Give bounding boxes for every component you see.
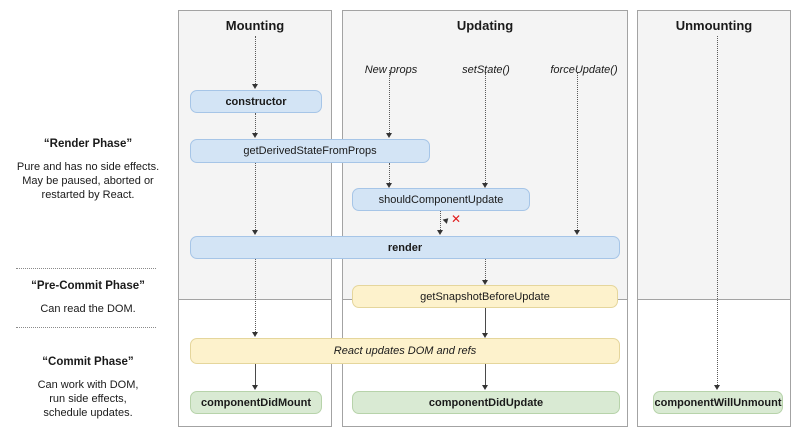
arrow-force-update-to-render xyxy=(574,73,580,235)
pre-commit-phase-title: “Pre-Commit Phase” xyxy=(31,280,145,292)
pre-commit-phase-description: Can read the DOM. xyxy=(40,303,136,315)
commit-phase-title: “Commit Phase” xyxy=(42,356,134,368)
render-phase-section: “Render Phase” Pure and has no side effe… xyxy=(0,138,176,202)
arrow-scu-to-render xyxy=(437,211,443,235)
column-title-updating: Updating xyxy=(456,18,514,33)
box-react-updates-dom: React updates DOM and refs xyxy=(190,338,620,364)
divider xyxy=(16,268,156,269)
arrow-gdsfp-to-scu xyxy=(386,163,392,188)
arrow-set-state-to-scu xyxy=(482,73,488,188)
arrow-unmounting-to-will-unmount xyxy=(714,36,720,390)
box-component-will-unmount: componentWillUnmount xyxy=(653,391,783,414)
box-component-did-update: componentDidUpdate xyxy=(352,391,620,414)
box-get-snapshot-before-update: getSnapshotBeforeUpdate xyxy=(352,285,618,308)
arrow-gsbu-to-react-updates xyxy=(482,308,488,338)
divider xyxy=(16,327,156,328)
trigger-new-props: New props xyxy=(364,64,418,76)
arrow-render-to-gsbu xyxy=(482,259,488,285)
pre-commit-phase-section: “Pre-Commit Phase” Can read the DOM. xyxy=(0,280,176,316)
box-get-derived-state-from-props: getDerivedStateFromProps xyxy=(190,139,430,163)
arrow-render-to-react-updates xyxy=(252,259,258,337)
box-should-component-update: shouldComponentUpdate xyxy=(352,188,530,211)
box-component-did-mount: componentDidMount xyxy=(190,391,322,414)
stop-x-marker: ✕ xyxy=(451,212,462,226)
arrow-gdsfp-to-render xyxy=(252,163,258,235)
arrow-react-updates-to-did-update xyxy=(482,364,488,390)
arrow-constructor-to-gdsfp xyxy=(252,113,258,138)
trigger-force-update: forceUpdate() xyxy=(550,64,618,76)
column-title-unmounting: Unmounting xyxy=(675,18,753,33)
arrow-new-props-to-gdsfp xyxy=(386,70,392,138)
box-constructor: constructor xyxy=(190,90,322,113)
render-phase-area xyxy=(638,11,790,300)
box-render: render xyxy=(190,236,620,259)
arrow-mounting-to-constructor xyxy=(252,36,258,89)
column-title-mounting: Mounting xyxy=(225,18,285,33)
column-unmounting: Unmounting xyxy=(637,10,791,427)
arrow-react-updates-to-did-mount xyxy=(252,364,258,390)
commit-phase-section: “Commit Phase” Can work with DOM, run si… xyxy=(0,356,176,420)
render-phase-description: Pure and has no side effects. May be pau… xyxy=(16,161,160,201)
commit-phase-description: Can work with DOM, run side effects, sch… xyxy=(37,379,139,419)
render-phase-title: “Render Phase” xyxy=(43,138,133,150)
trigger-set-state: setState() xyxy=(462,64,510,76)
